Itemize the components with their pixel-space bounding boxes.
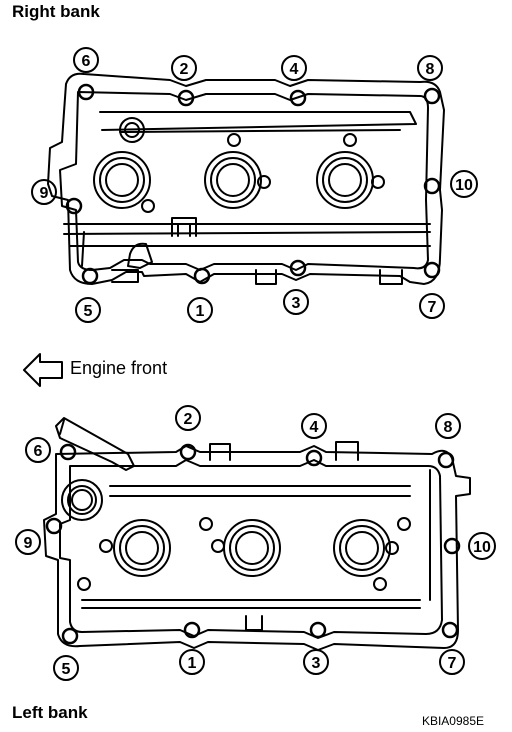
right-bank-bolt-label: 2 xyxy=(171,55,197,81)
svg-text:9: 9 xyxy=(40,185,49,202)
right-bank-bolt-label: 3 xyxy=(283,289,309,315)
right-bank-bolt-label: 1 xyxy=(187,297,213,323)
arrow-left-icon xyxy=(23,353,63,387)
engine-front-label: Engine front xyxy=(70,358,168,378)
left-bank-bolt-label: 3 xyxy=(303,649,329,675)
svg-text:5: 5 xyxy=(62,661,71,678)
svg-text:5: 5 xyxy=(84,303,93,320)
svg-text:6: 6 xyxy=(34,443,43,460)
svg-text:8: 8 xyxy=(444,419,453,436)
left-bank-bolt-label: 5 xyxy=(53,655,79,681)
left-bank-bolt-label: 7 xyxy=(439,649,465,675)
svg-text:3: 3 xyxy=(292,295,301,312)
left-bank-bolt-label: 2 xyxy=(175,405,201,431)
svg-text:4: 4 xyxy=(310,419,319,436)
right-bank-bolt-label: 5 xyxy=(75,297,101,323)
svg-text:9: 9 xyxy=(24,535,33,552)
right-bank-bolt-label: 7 xyxy=(419,293,445,319)
figure-code: KBIA0985E xyxy=(421,714,484,728)
svg-text:2: 2 xyxy=(184,411,193,428)
svg-text:1: 1 xyxy=(196,303,205,320)
left-bank-cover xyxy=(43,417,471,651)
svg-text:6: 6 xyxy=(82,53,91,70)
right-bank-bolt-label: 6 xyxy=(73,47,99,73)
svg-text:7: 7 xyxy=(448,655,457,672)
right-bank-cover xyxy=(47,72,445,285)
svg-text:4: 4 xyxy=(290,61,299,78)
svg-text:1: 1 xyxy=(188,655,197,672)
right-bank-bolt-label: 4 xyxy=(281,55,307,81)
left-bank-bolt-label: 9 xyxy=(15,529,41,555)
left-bank-bolt-label: 10 xyxy=(468,532,496,560)
left-bank-bolt-label: 4 xyxy=(301,413,327,439)
right-bank-bolt-label: 9 xyxy=(31,179,57,205)
svg-text:3: 3 xyxy=(312,655,321,672)
left-bank-bolt-label: 8 xyxy=(435,413,461,439)
svg-text:2: 2 xyxy=(180,61,189,78)
right-bank-title: Right bank xyxy=(12,2,100,21)
right-bank-bolt-label: 10 xyxy=(450,170,478,198)
svg-text:7: 7 xyxy=(428,299,437,316)
left-bank-bolt-numbers: 6 2 4 8 9 10 5 1 3 7 xyxy=(15,405,496,681)
left-bank-bolt-label: 6 xyxy=(25,437,51,463)
right-bank-bolt-numbers: 6 2 4 8 9 10 5 1 3 7 xyxy=(31,47,478,323)
left-bank-bolt-label: 1 xyxy=(179,649,205,675)
svg-text:8: 8 xyxy=(426,61,435,78)
svg-text:10: 10 xyxy=(473,539,491,556)
right-bank-bolt-label: 8 xyxy=(417,55,443,81)
svg-text:10: 10 xyxy=(455,177,473,194)
left-bank-title: Left bank xyxy=(12,703,88,722)
